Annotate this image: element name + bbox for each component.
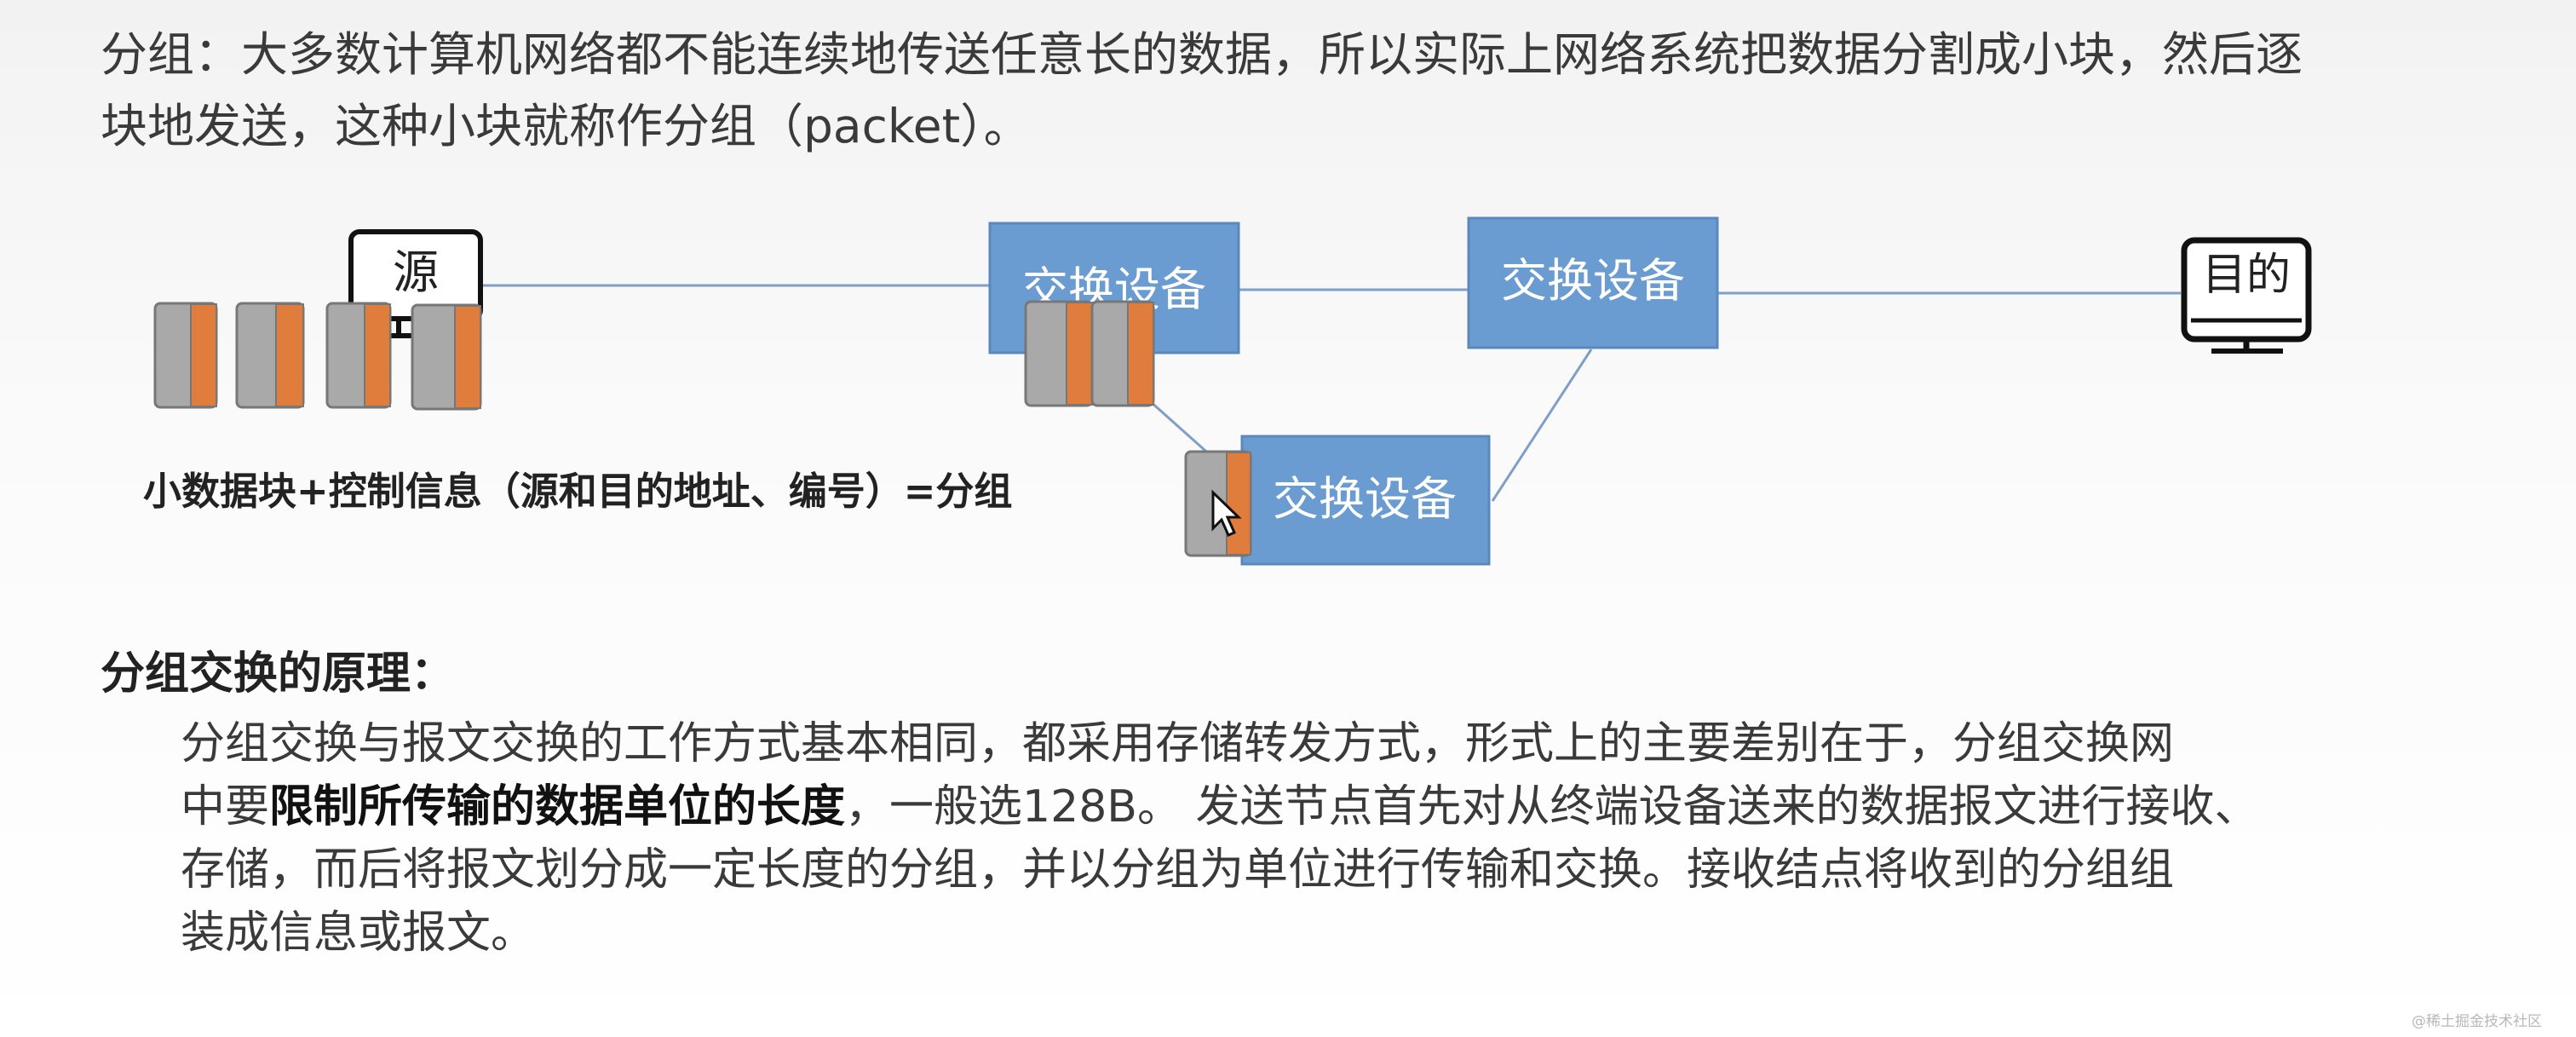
mouse-cursor-icon — [1211, 489, 1242, 537]
intro-line-2: 块地发送，这种小块就称作分组（packet）。 — [101, 99, 1031, 153]
section-title: 分组交换的原理： — [101, 648, 456, 700]
packets-at-switch-1 — [1024, 300, 1155, 407]
paragraph-line-1: 分组交换与报文交换的工作方式基本相同，都采用存储转发方式，形式上的主要差别在于，… — [181, 718, 2175, 769]
packet — [153, 302, 218, 409]
intro-paragraph: 分组：大多数计算机网络都不能连续地传送任意长的数据，所以实际上网络系统把数据分割… — [101, 19, 2486, 162]
packet — [235, 302, 305, 409]
packet — [1024, 300, 1094, 407]
paragraph-emphasis: 限制所传输的数据单位的长度 — [269, 781, 846, 832]
packets-at-source — [153, 302, 482, 411]
switch-label-3: 交换设备 — [1273, 472, 1457, 526]
destination-monitor-icon: 目的 — [2181, 237, 2312, 354]
switch-device-3: 交换设备 — [1240, 435, 1491, 566]
paragraph-line-2: 中要限制所传输的数据单位的长度，一般选128B。 发送节点首先对从终端设备送来的… — [181, 775, 2498, 838]
packet-switching-diagram: 源 交换设备 交换设备 交换设备 目的 — [153, 216, 2312, 566]
packet — [411, 303, 482, 411]
switch-device-2: 交换设备 — [1467, 216, 1719, 349]
packet — [1090, 300, 1155, 407]
intro-line-1: 分组：大多数计算机网络都不能连续地传送任意长的数据，所以实际上网络系统把数据分割… — [101, 27, 2303, 82]
paragraph-line-2-suffix: ，一般选128B。 发送节点首先对从终端设备送来的数据报文进行接收、 — [845, 781, 2259, 832]
packet — [325, 302, 392, 409]
link-switch2-switch3 — [1491, 349, 1593, 502]
source-label: 源 — [393, 245, 439, 299]
paragraph-line-2-prefix: 中要 — [181, 781, 270, 832]
watermark: @稀土掘金技术社区 — [2412, 1013, 2542, 1030]
paragraph-line-4: 装成信息或报文。 — [181, 907, 536, 959]
paragraph-line-3: 存储，而后将报文划分成一定长度的分组，并以分组为单位进行传输和交换。接收结点将收… — [181, 844, 2175, 896]
switch-label-2: 交换设备 — [1501, 254, 1685, 308]
diagram-caption: 小数据块+控制信息（源和目的地址、编号）=分组 — [143, 469, 1013, 514]
destination-label: 目的 — [2202, 250, 2291, 301]
principle-paragraph: 分组交换与报文交换的工作方式基本相同，都采用存储转发方式，形式上的主要差别在于，… — [181, 712, 2498, 965]
